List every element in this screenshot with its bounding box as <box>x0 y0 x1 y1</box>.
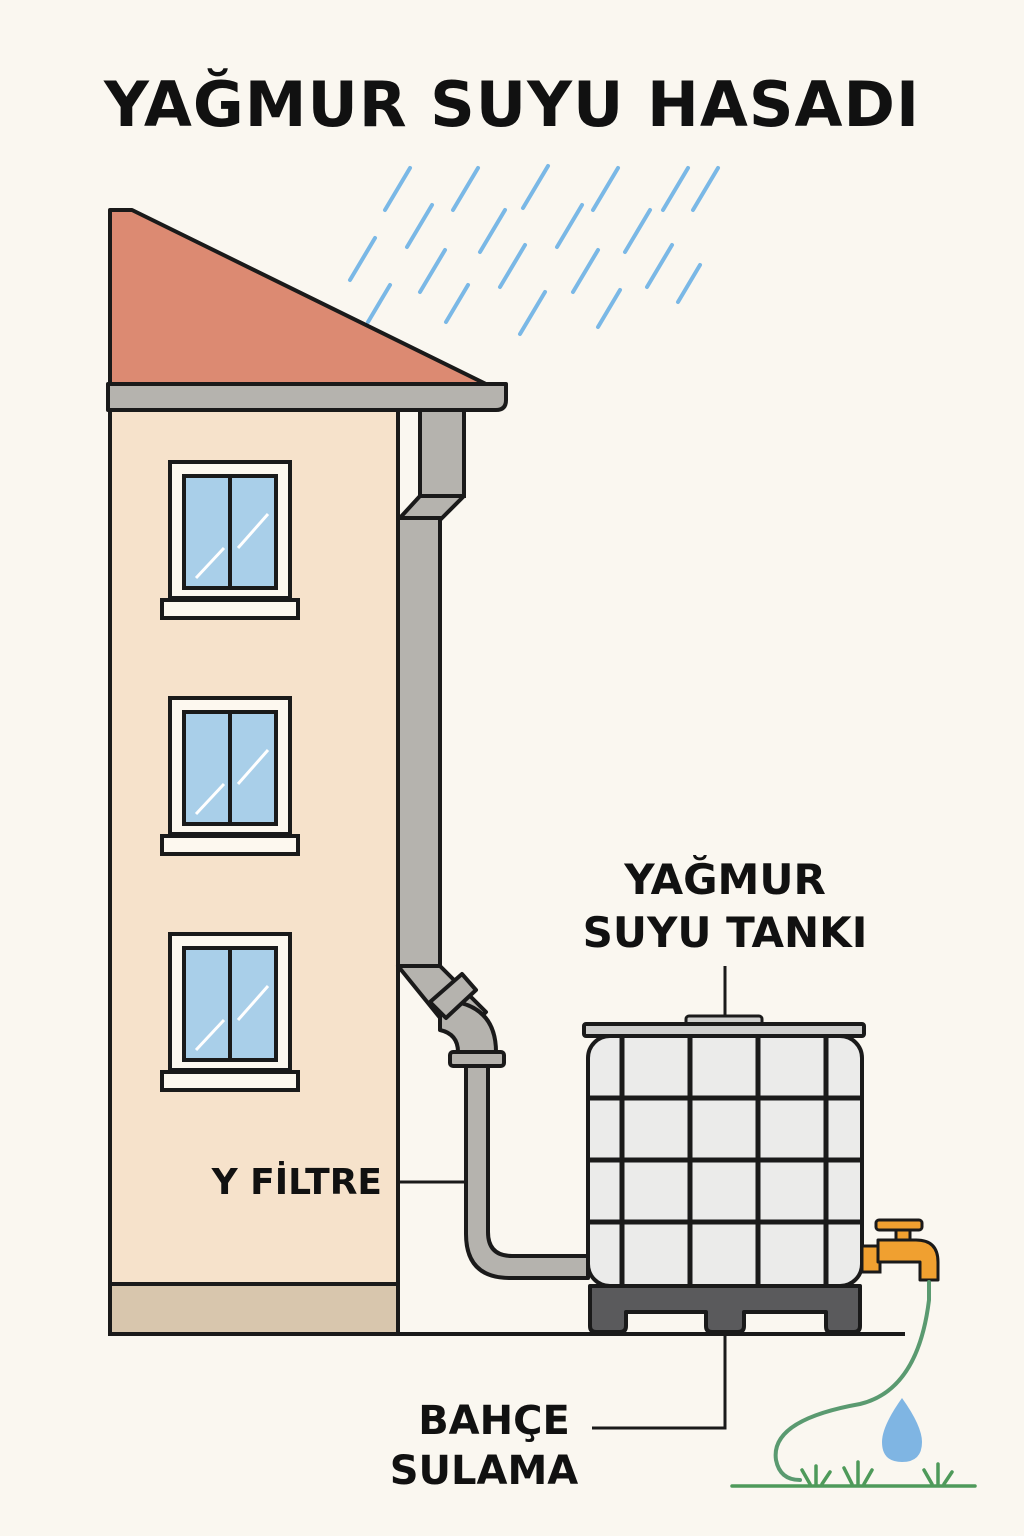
garden-label-line2: SULAMA <box>390 1448 579 1494</box>
window-icon <box>160 932 300 1092</box>
water-drop-icon <box>882 1398 922 1462</box>
tank-label-line2: SUYU TANKI <box>583 908 868 957</box>
pipe-to-tank <box>464 1064 590 1280</box>
garden-hose <box>773 1280 931 1482</box>
grass-icon <box>730 1460 977 1488</box>
pipe-coupling <box>448 1050 506 1068</box>
tank-label-line1: YAĞMUR <box>623 854 826 904</box>
gutter <box>106 382 508 412</box>
filter-label: Y FİLTRE <box>211 1161 382 1203</box>
window-icon <box>160 460 300 620</box>
building-base <box>108 1282 400 1336</box>
window-icon <box>160 696 300 856</box>
diagram-title: YAĞMUR SUYU HASADI <box>103 68 920 141</box>
tank-pallet <box>588 1284 862 1334</box>
rainwater-tank <box>582 1014 866 1334</box>
roof <box>108 208 492 388</box>
pipe-collar <box>428 972 478 1020</box>
rain-icon <box>348 164 720 336</box>
garden-leader-line <box>592 1334 727 1430</box>
tap-icon <box>860 1218 940 1282</box>
garden-label-line1: BAHÇE <box>418 1398 570 1444</box>
downpipe <box>396 408 590 1280</box>
